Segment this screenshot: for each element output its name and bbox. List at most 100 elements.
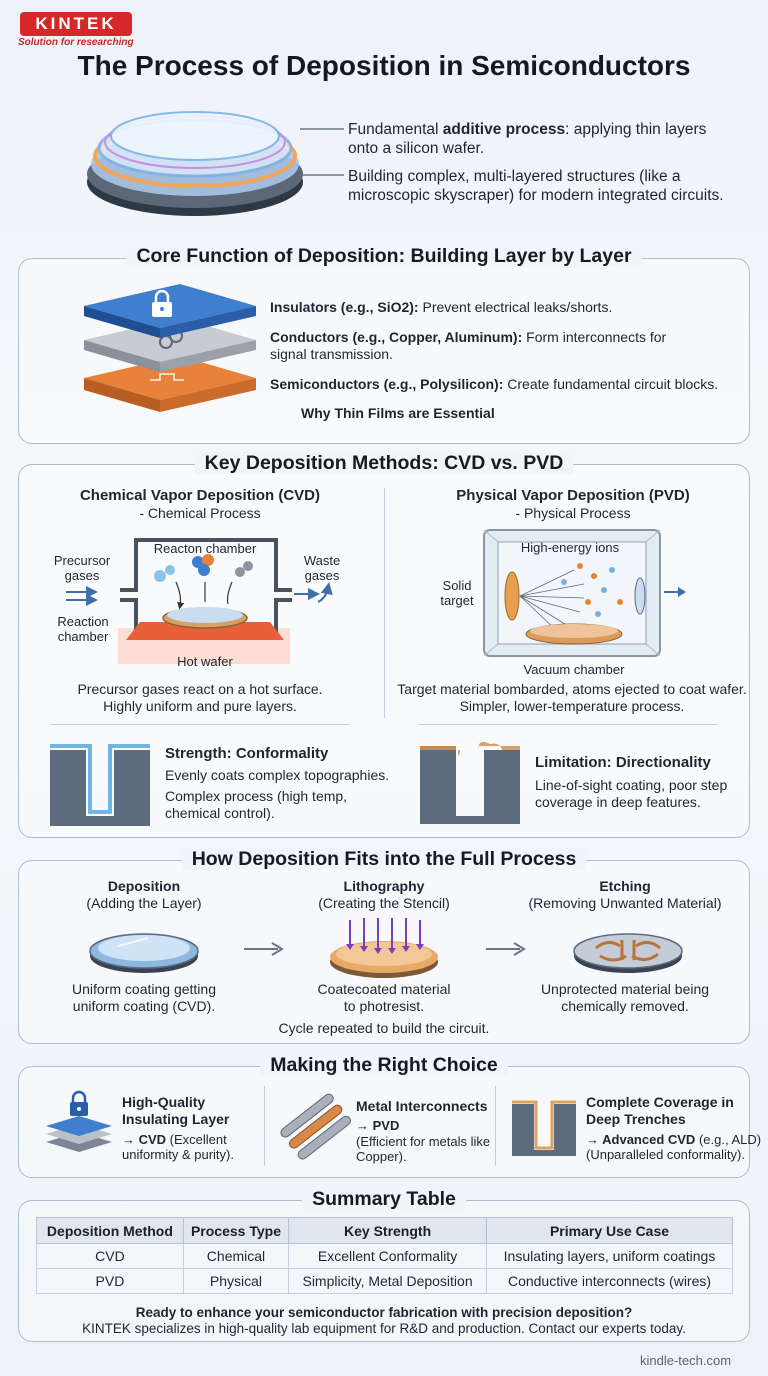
choice-2-title: Metal Interconnects bbox=[356, 1098, 488, 1114]
wafer-illustration bbox=[87, 111, 303, 216]
intro-connector-lines bbox=[300, 128, 344, 176]
process-arrow-2 bbox=[486, 942, 526, 956]
table-cell: Conductive interconnects (wires) bbox=[486, 1268, 733, 1294]
summary-title: Summary Table bbox=[0, 1188, 768, 1211]
cvd-strength-3: chemical control). bbox=[165, 805, 275, 821]
cvd-label-waste: Waste gases bbox=[303, 553, 341, 583]
brand-logo: KINTEK bbox=[20, 12, 132, 36]
pvd-trench-icon bbox=[420, 742, 520, 824]
table-row: PVD Physical Simplicity, Metal Depositio… bbox=[36, 1268, 733, 1294]
cvd-flow-arrows bbox=[66, 582, 333, 606]
table-cell: CVD bbox=[36, 1243, 184, 1269]
choice-title: Making the Right Choice bbox=[0, 1054, 768, 1077]
table-header: Primary Use Case bbox=[486, 1217, 733, 1244]
pvd-limitation-title: Limitation: Directionality bbox=[535, 754, 711, 771]
cvd-trench-icon bbox=[50, 744, 150, 826]
table-header: Deposition Method bbox=[36, 1217, 184, 1244]
table-header: Key Strength bbox=[288, 1217, 488, 1244]
cvd-desc-1: Precursor gases react on a hot surface. bbox=[77, 681, 323, 697]
pvd-label-ions: High-energy ions bbox=[520, 540, 620, 555]
choice-2-rec: (Efficient for metals like bbox=[356, 1134, 491, 1149]
brand-tagline: Solution for researching bbox=[18, 37, 134, 48]
cvd-strength-2: Complex process (high temp, bbox=[165, 788, 348, 804]
step-etching-sub: (Removing Unwanted Material) bbox=[528, 895, 722, 911]
step-etching-desc-1: Unprotected material being bbox=[540, 981, 710, 997]
intro-line-1: Fundamental additive process: applying t… bbox=[348, 121, 707, 138]
pvd-divider bbox=[418, 724, 718, 725]
metal-wire-icon bbox=[280, 1093, 351, 1160]
step-lithography-sub: (Creating the Stencil) bbox=[318, 895, 450, 911]
pvd-limitation-2: coverage in deep features. bbox=[535, 794, 701, 810]
methods-title: Key Deposition Methods: CVD vs. PVD bbox=[0, 452, 768, 475]
choice-3-rec-2: (Unparalleled conformality). bbox=[586, 1147, 745, 1162]
table-cell: Physical bbox=[182, 1268, 290, 1294]
choice-3-title-1: Complete Coverage in bbox=[586, 1094, 734, 1110]
insulators-text: Insulators (e.g., SiO2): Prevent electri… bbox=[270, 299, 613, 315]
intro-line-2a: Building complex, multi-layered structur… bbox=[348, 168, 681, 185]
lithography-wafer-icon bbox=[330, 918, 438, 978]
step-deposition-name: Deposition bbox=[107, 878, 181, 894]
cvd-divider bbox=[50, 724, 350, 725]
table-cell: Excellent Conformality bbox=[288, 1243, 488, 1269]
why-thin-films: Why Thin Films are Essential bbox=[301, 405, 495, 421]
cta-line-1: Ready to enhance your semiconductor fabr… bbox=[135, 1305, 633, 1320]
pvd-limitation-1: Line-of-sight coating, poor step bbox=[535, 777, 728, 793]
cvd-title: Chemical Vapor Deposition (CVD) bbox=[79, 487, 321, 504]
step-lithography-desc-1: Coatecoated material bbox=[317, 981, 451, 997]
table-cell: Chemical bbox=[182, 1243, 290, 1269]
cvd-desc-2: Highly uniform and pure layers. bbox=[103, 698, 297, 714]
step-deposition-sub: (Adding the Layer) bbox=[86, 895, 202, 911]
pvd-desc-2: Simpler, lower-temperature process. bbox=[459, 698, 685, 714]
cvd-strength-title: Strength: Conformality bbox=[165, 745, 329, 762]
etching-wafer-icon bbox=[573, 933, 683, 973]
process-arrow-1 bbox=[244, 942, 284, 956]
choice-3-rec: → Advanced CVD (e.g., ALD) bbox=[586, 1132, 762, 1147]
table-cell: Simplicity, Metal Deposition bbox=[288, 1268, 488, 1294]
step-etching-name: Etching bbox=[599, 878, 651, 894]
table-cell: PVD bbox=[36, 1268, 184, 1294]
cvd-label-precursor: Precursor gases bbox=[53, 553, 111, 583]
cvd-label-reaction: Reaction chamber bbox=[57, 614, 109, 644]
pvd-subtitle: - Physical Process bbox=[515, 505, 631, 521]
pvd-chamber-illustration bbox=[483, 529, 661, 657]
methods-divider bbox=[384, 488, 385, 718]
choice-2-rec-2: Copper). bbox=[356, 1149, 407, 1164]
deep-trench-icon bbox=[512, 1100, 576, 1156]
intro-line-2b: microscopic skyscraper) for modern integ… bbox=[348, 187, 724, 204]
table-cell: Insulating layers, uniform coatings bbox=[486, 1243, 733, 1269]
summary-table: Deposition Method Process Type Key Stren… bbox=[36, 1217, 733, 1294]
pvd-label-target: Solid target bbox=[440, 578, 474, 608]
table-row: CVD Chemical Excellent Conformality Insu… bbox=[36, 1243, 733, 1269]
conductors-text: Conductors (e.g., Copper, Aluminum): For… bbox=[270, 329, 667, 345]
choice-divider-2 bbox=[495, 1086, 496, 1166]
process-title: How Deposition Fits into the Full Proces… bbox=[0, 848, 768, 871]
insulating-layer-icon bbox=[46, 1090, 112, 1152]
choice-divider-1 bbox=[264, 1086, 265, 1166]
cvd-label-hot-wafer: Hot wafer bbox=[177, 654, 233, 669]
choice-3-title-2: Deep Trenches bbox=[586, 1111, 686, 1127]
intro-line-1-cont: onto a silicon wafer. bbox=[348, 140, 485, 157]
pvd-arrow-out bbox=[664, 587, 686, 597]
layer-stack-illustration bbox=[84, 284, 256, 412]
cvd-subtitle: - Chemical Process bbox=[139, 505, 261, 521]
step-etching-desc-2: chemically removed. bbox=[561, 998, 689, 1014]
choice-1-title-2: Insulating Layer bbox=[122, 1111, 230, 1127]
table-header-row: Deposition Method Process Type Key Stren… bbox=[36, 1217, 733, 1244]
semiconductors-text: Semiconductors (e.g., Polysilicon): Crea… bbox=[270, 376, 719, 392]
conductors-text-2: signal transmission. bbox=[270, 346, 393, 362]
step-lithography-desc-2: to photresist. bbox=[343, 998, 425, 1014]
cvd-chamber-illustration bbox=[118, 538, 292, 664]
page-title: The Process of Deposition in Semiconduct… bbox=[77, 50, 691, 81]
deposition-wafer-icon bbox=[89, 933, 199, 973]
choice-1-rec-2: uniformity & purity). bbox=[122, 1147, 234, 1162]
choice-panel bbox=[18, 1066, 750, 1178]
choice-2-rec-bold: → PVD bbox=[356, 1118, 400, 1133]
core-function-title: Core Function of Deposition: Building La… bbox=[0, 245, 768, 268]
pvd-label-vacuum: Vacuum chamber bbox=[523, 662, 625, 677]
pvd-title: Physical Vapor Deposition (PVD) bbox=[456, 487, 690, 504]
choice-1-rec: → CVD (Excellent bbox=[122, 1132, 227, 1147]
cvd-label-chamber-top: Reacton chamber bbox=[153, 541, 257, 556]
website-footer[interactable]: kindle-tech.com bbox=[640, 1353, 732, 1368]
step-lithography-name: Lithography bbox=[343, 878, 425, 894]
cta-line-2: KINTEK specializes in high-quality lab e… bbox=[82, 1321, 686, 1336]
